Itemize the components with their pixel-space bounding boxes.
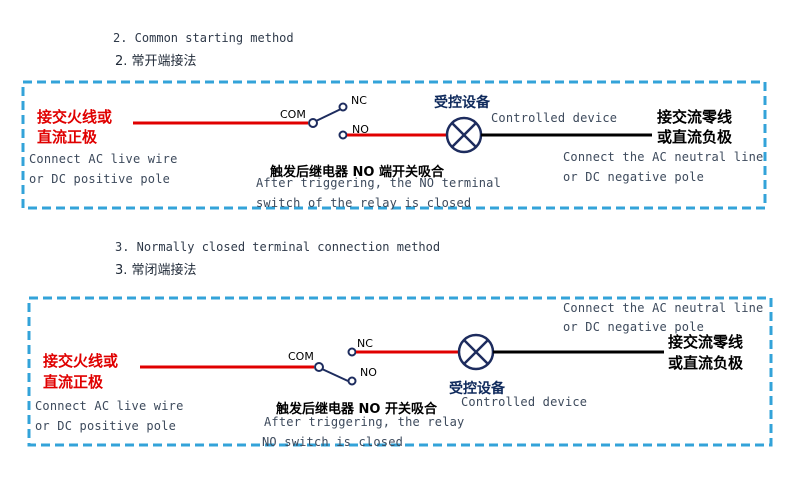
- section2-neutral-label-en-2: or DC negative pole: [563, 170, 705, 184]
- section3-no-contact: [347, 376, 357, 386]
- section2-switch-arm: [315, 107, 344, 122]
- section2-device-label-en: Controlled device: [491, 111, 618, 125]
- section3-frame: [27, 296, 773, 447]
- section2-live-label-cn-2: 直流正极: [37, 128, 98, 146]
- section3-heading-en: 3. Normally closed terminal connection m…: [115, 240, 441, 254]
- section2-live-label-cn-1: 接交火线或: [37, 108, 113, 126]
- section3-live-label-cn-1: 接交火线或: [43, 352, 119, 370]
- section3-relay-label-en-1: After triggering, the relay: [264, 415, 465, 429]
- section3-device-label-en: Controlled device: [461, 395, 588, 409]
- section3-lamp-icon: [457, 333, 495, 371]
- section2-com-contact: [308, 118, 318, 128]
- section3-live-label-en-2: or DC positive pole: [35, 419, 177, 433]
- section2-frame: [21, 80, 767, 210]
- section3-live-label-en-1: Connect AC live wire: [35, 399, 184, 413]
- section3-device-label-cn: 受控设备: [449, 381, 505, 397]
- section2-neutral-label-cn-2: 或直流负极: [657, 128, 733, 146]
- section2-device-label-cn: 受控设备: [434, 95, 490, 111]
- section3-heading-cn: 3. 常闭端接法: [115, 263, 197, 278]
- section2-neutral-label-en-1: Connect the AC neutral line: [563, 150, 764, 164]
- section2-neutral-label-cn-1: 接交流零线: [657, 108, 733, 126]
- section3-relay-label-en-2: NO switch is closed: [262, 435, 404, 449]
- section3-com-label: COM: [288, 350, 314, 363]
- section2-heading-cn: 2. 常开端接法: [115, 54, 197, 69]
- section3-live-label-cn-2: 直流正极: [43, 373, 104, 391]
- section2-live-label-en-1: Connect AC live wire: [29, 152, 178, 166]
- section2-relay-label-en-2: switch of the relay is closed: [256, 196, 472, 210]
- section2-lamp-icon: [445, 116, 483, 154]
- section2-nc-label: NC: [351, 94, 367, 107]
- section3-no-label: NO: [360, 366, 377, 379]
- section3-switch-arm: [321, 368, 349, 382]
- section2-heading-en: 2. Common starting method: [113, 31, 294, 45]
- section3-relay-label-cn: 触发后继电器 NO 开关吸合: [276, 402, 437, 417]
- section3-neutral-label-cn-1: 接交流零线: [668, 333, 744, 351]
- section2-relay-label-en-1: After triggering, the NO terminal: [256, 176, 502, 190]
- section2-com-label: COM: [280, 108, 306, 121]
- section3-nc-contact: [347, 347, 357, 357]
- section2-no-label: NO: [352, 123, 369, 136]
- section2-nc-contact: [338, 102, 348, 112]
- section2-relay-label-cn: 触发后继电器 NO 端开关吸合: [270, 165, 444, 180]
- section3-neutral-label-en-1: Connect the AC neutral line: [563, 301, 764, 315]
- section3-com-contact: [314, 362, 324, 372]
- section3-neutral-label-cn-2: 或直流负极: [668, 354, 744, 372]
- section2-live-label-en-2: or DC positive pole: [29, 172, 171, 186]
- section3-neutral-label-en-2: or DC negative pole: [563, 320, 705, 334]
- section3-nc-label: NC: [357, 337, 373, 350]
- section2-no-contact: [338, 130, 348, 140]
